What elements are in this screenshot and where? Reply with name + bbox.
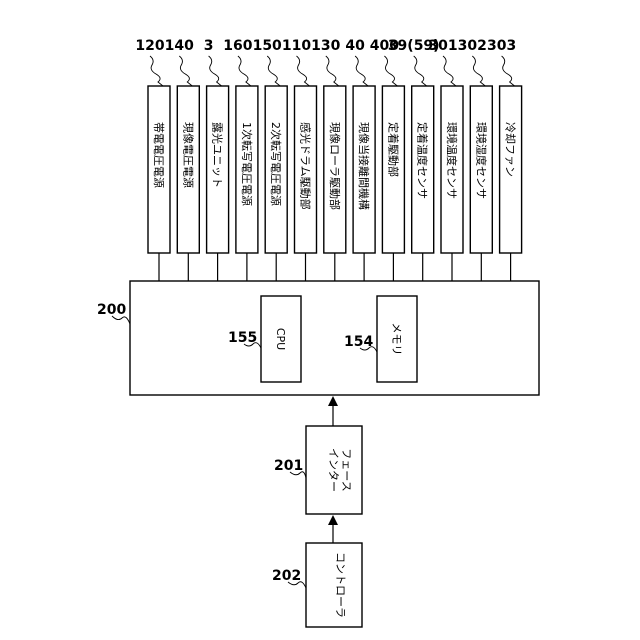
unit-leader [472,56,485,86]
unit-label: 環境湿度センサ [474,122,488,199]
unit-2: 露光ユニット 3 [204,38,229,281]
unit-leader [355,56,368,86]
peripheral-units: 帯電電圧電源 120 現像電圧電源 140 露光ユニット 3 1次転写電圧電源 160 2次転写… [135,38,521,281]
unit-ref: 3 [204,38,214,54]
unit-leader [384,56,397,86]
unit-ref: 303 [487,38,516,54]
unit-label: 露光ユニット [211,122,225,188]
controller-ref: 200 [97,302,126,318]
external-controller-label: コントローラ [334,552,347,618]
unit-label: 現像ローラ駆動部 [328,122,342,210]
unit-leader [267,56,280,86]
unit-label: 1次転写電圧電源 [240,122,254,206]
controller-frame [130,281,539,395]
unit-ref: 150 [253,38,282,54]
external-controller-frame [306,543,362,627]
unit-label: 感光ドラム駆動部 [299,122,313,210]
unit-7: 現像当接離間機構 40 [345,38,375,281]
arrowhead-interface [328,515,338,525]
arrowhead-controller [328,396,338,406]
unit-ref: 301 [428,38,457,54]
unit-ref: 302 [458,38,487,54]
unit-ref: 160 [223,38,252,54]
unit-label: 冷却ファン [504,122,517,177]
external-controller-ref: 202 [272,568,301,584]
interface-ref: 201 [274,458,303,474]
unit-label: 環境温度センサ [445,122,459,199]
unit-0: 帯電電圧電源 120 [135,38,170,281]
unit-label: 定着駆動部 [386,122,400,177]
memory-label: メモリ [390,323,403,356]
unit-ref: 130 [311,38,340,54]
unit-label: 帯電電圧電源 [152,122,166,188]
unit-leader [443,56,456,86]
unit-ref: 40 [345,38,365,54]
unit-ref: 110 [282,38,311,54]
unit-label: 現像当接離間機構 [357,122,371,210]
unit-leader [209,56,222,86]
interface-label-line1: インター [327,448,340,492]
unit-leader [297,56,310,86]
external-controller-block: コントローラ 202 [272,543,362,627]
interface-label-line2: フェース [340,448,353,491]
unit-leader [502,56,515,86]
unit-leader [238,56,251,86]
controller-block: 200 CPU 155 メモリ 154 [97,281,539,395]
unit-ref: 120 [135,38,164,54]
unit-leader [414,56,427,86]
cpu-label: CPU [274,328,287,350]
unit-leader [326,56,339,86]
unit-label: 定着温度センサ [416,122,430,199]
unit-leader [179,56,192,86]
unit-ref: 140 [165,38,194,54]
interface-block: インター フェース 201 [274,426,362,514]
unit-leader [150,56,163,86]
unit-label: 現像電圧電源 [181,122,195,188]
unit-label: 2次転写電圧電源 [269,122,283,206]
